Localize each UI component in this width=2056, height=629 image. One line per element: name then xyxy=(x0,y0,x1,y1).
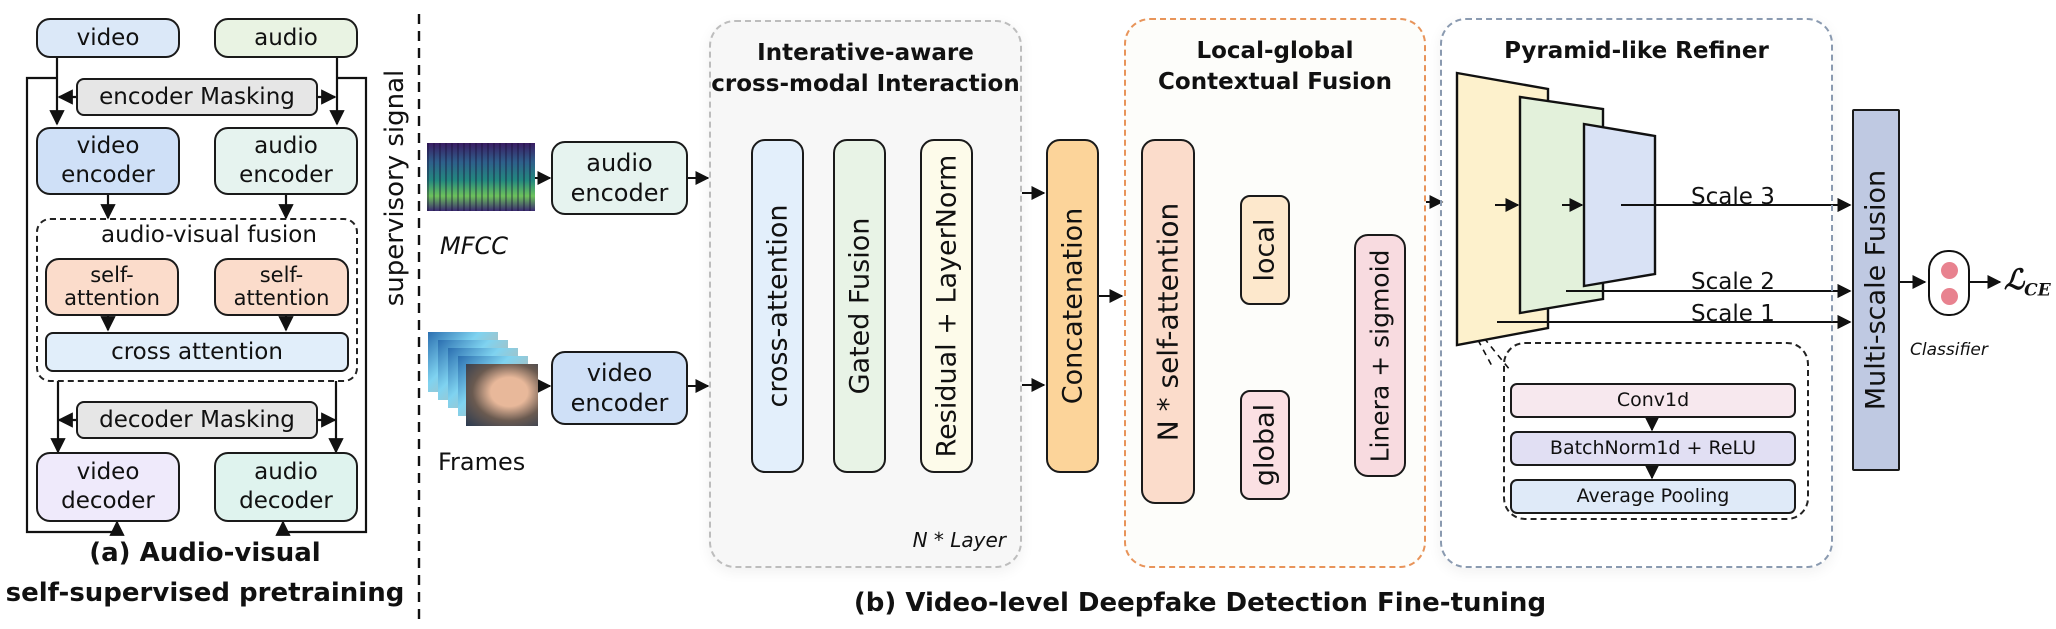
scale-3-label: Scale 3 xyxy=(1691,184,1775,210)
loss-label: ℒCE xyxy=(2004,263,2051,301)
global-block: global xyxy=(1240,390,1290,500)
self-attention-left: self- attention xyxy=(45,258,179,316)
loss-subscript: CE xyxy=(2024,280,2051,301)
conv1d-block: Conv1d xyxy=(1510,383,1796,418)
video-encoder-a: video encoder xyxy=(36,127,180,195)
self-attention-right: self- attention xyxy=(214,258,349,316)
mfcc-label: MFCC xyxy=(440,232,509,260)
video-decoder: video decoder xyxy=(36,452,180,522)
linear-sigmoid-block: Linera + sigmoid xyxy=(1354,234,1406,477)
loss-symbol: ℒ xyxy=(2004,263,2025,296)
audio-visual-fusion-group xyxy=(36,218,358,382)
input-video: video xyxy=(36,18,180,58)
fusion-group-label: audio-visual fusion xyxy=(101,222,317,248)
pyramid-layer-3 xyxy=(1582,122,1657,288)
classifier-dot-icon xyxy=(1941,262,1958,279)
n-self-attention-block: N * self-attention xyxy=(1141,139,1195,504)
residual-layernorm-block: Residual + LayerNorm xyxy=(920,139,973,473)
audio-encoder-a: audio encoder xyxy=(214,127,358,195)
fusion-panel-title: Local-global Contextual Fusion xyxy=(1158,38,1392,96)
concatenation-block: Concatenation xyxy=(1046,139,1099,473)
scale-2-label: Scale 2 xyxy=(1691,269,1775,295)
gated-fusion-block: Gated Fusion xyxy=(833,139,886,473)
interaction-panel-title: Interative-aware cross-modal Interaction xyxy=(711,40,1020,98)
feedback-loop-left xyxy=(25,76,125,536)
classifier-dot-icon xyxy=(1941,288,1958,305)
mfcc-spectrogram-image xyxy=(427,143,535,211)
feedback-loop-right xyxy=(275,76,368,536)
classifier-label: Classifier xyxy=(1910,340,1988,360)
n-layer-label: N * Layer xyxy=(912,528,1006,552)
video-frames-image xyxy=(428,332,540,428)
scale-1-label: Scale 1 xyxy=(1691,301,1775,327)
video-encoder-b: video encoder xyxy=(551,351,688,425)
average-pooling-block: Average Pooling xyxy=(1510,479,1796,514)
audio-decoder: audio decoder xyxy=(214,452,358,522)
batchnorm-relu-block: BatchNorm1d + ReLU xyxy=(1510,431,1796,466)
cross-attention-a: cross attention xyxy=(45,332,349,372)
caption-a-line2: self-supervised pretraining xyxy=(5,578,405,608)
decoder-masking: decoder Masking xyxy=(76,401,318,439)
caption-b: (b) Video-level Deepfake Detection Fine-… xyxy=(853,588,1547,618)
pyramid-refiner-panel: Pyramid-like Refiner xyxy=(1440,18,1833,568)
encoder-masking: encoder Masking xyxy=(76,78,318,116)
pyramid-layer-2 xyxy=(1518,95,1605,315)
input-audio: audio xyxy=(214,18,358,58)
classifier-node xyxy=(1928,250,1970,316)
multi-scale-fusion-block: Multi-scale Fusion xyxy=(1852,109,1900,471)
frames-label: Frames xyxy=(438,448,526,476)
audio-encoder-b: audio encoder xyxy=(551,141,688,215)
local-block: local xyxy=(1240,195,1290,305)
supervisory-signal-label: supervisory signal xyxy=(380,69,410,307)
refiner-detail-group xyxy=(1503,342,1809,520)
cross-attention-block: cross-attention xyxy=(751,139,804,473)
caption-a-line1: (a) Audio-visual xyxy=(89,538,321,568)
refiner-panel-title: Pyramid-like Refiner xyxy=(1504,38,1769,64)
detail-callout-lines xyxy=(1477,337,1511,371)
